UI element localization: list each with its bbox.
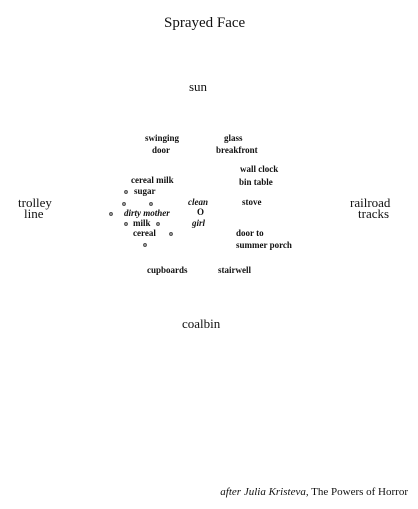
word-milk: milk [133,218,151,228]
word-line: line [24,206,44,221]
large-circle: O [197,207,205,217]
small-circle: o [124,187,128,196]
small-circle: o [169,229,173,238]
poem-title: Sprayed Face [164,15,246,31]
word-railroad: railroad [350,195,391,210]
word-wall-clock: wall clock [240,164,279,174]
word-cupboards: cupboards [147,265,188,275]
word-tracks: tracks [358,206,390,221]
word-sun: sun [189,79,208,94]
small-circle: o [156,219,160,228]
word-glass: glass [224,133,243,143]
word-dirty-mother: dirty mother [124,208,170,218]
word-sugar: sugar [134,186,156,196]
attribution: after Julia Kristeva, The Powers of Horr… [220,487,408,498]
word-stairwell: stairwell [218,265,251,275]
small-circle: o [143,240,147,249]
word-clean: clean [188,197,208,207]
small-circle: o [109,209,113,218]
word-door: door [152,145,170,155]
word-girl: girl [192,218,206,228]
word-stove: stove [242,197,262,207]
word-summer-porch: summer porch [236,240,292,250]
word-coalbin: coalbin [182,316,221,331]
attribution-prefix: after Julia Kristeva, [220,486,309,498]
word-cereal: cereal [133,228,156,238]
word-bin-table: bin table [239,177,273,187]
attribution-work: The Powers of Horror [311,486,408,498]
word-door-to: door to [236,228,264,238]
word-cereal-milk: cereal milk [131,175,174,185]
word-breakfront: breakfront [216,145,258,155]
word-trolley: trolley [18,195,52,210]
small-circle: o [124,219,128,228]
small-circle: o [149,199,153,208]
small-circle: o [122,199,126,208]
word-swinging: swinging [145,133,180,143]
